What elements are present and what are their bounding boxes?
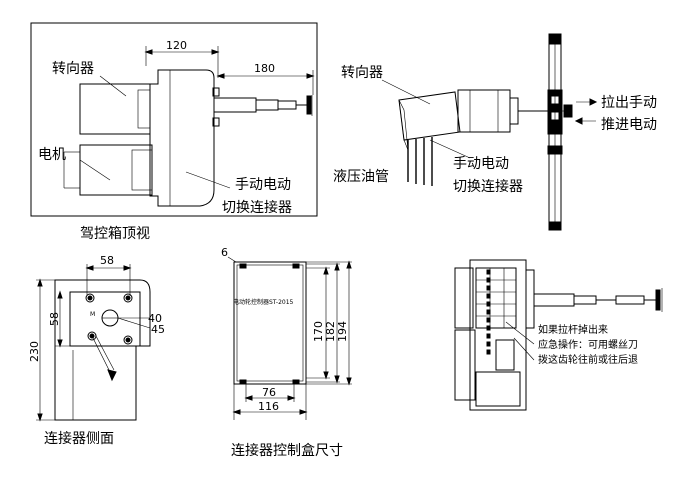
hydraulic-pipes <box>407 137 433 186</box>
emergency-lever <box>525 269 535 329</box>
dim-6: 6 <box>221 246 228 259</box>
caption-connector-side: 连接器侧面 <box>44 430 114 447</box>
note-line-1: 如果拉杆掉出来 <box>538 323 608 336</box>
label-switch-side-2: 切换连接器 <box>453 178 523 195</box>
pull-arrow <box>576 98 598 106</box>
label-switch-top-1: 手动电动 <box>235 177 291 193</box>
label-hydraulic: 液压油管 <box>333 169 389 185</box>
dim-170: 170 <box>312 321 325 342</box>
control-box-outline <box>233 261 307 385</box>
dim-180-text: 180 <box>254 62 275 75</box>
output-shaft <box>213 97 257 113</box>
connector-body <box>54 279 151 421</box>
motor-block <box>79 144 153 196</box>
note-line-3: 拨这齿轮往前或往后退 <box>538 353 638 366</box>
side-motor <box>457 89 511 133</box>
caption-top-view: 驾控箱顶视 <box>80 226 150 242</box>
side-view: 转向器 液压油管 手动电动 切换连接器 拉出手动 推进电动 <box>333 33 657 231</box>
label-diverter-top: 转向器 <box>52 61 94 77</box>
emergency-housing <box>469 259 527 411</box>
emergency-view: 如果拉杆掉出来 应急操作：可用螺丝刀 拨这齿轮往前或往后退 <box>454 259 663 411</box>
bolt-tl <box>85 293 95 303</box>
label-pull: 拉出手动 <box>601 95 657 111</box>
dim-45: 45 <box>151 323 165 336</box>
label-push: 推进电动 <box>601 117 657 133</box>
nameplate: 电动轮控制器ST-2015 <box>233 298 294 306</box>
label-switch-side-1: 手动电动 <box>453 156 509 172</box>
diverter-box <box>398 91 461 141</box>
dim-58-top: 58 <box>100 254 114 267</box>
bolt-tr <box>123 293 133 303</box>
caption-control-box: 连接器控制盒尺寸 <box>231 442 343 459</box>
diverter-block <box>79 83 151 135</box>
label-motor: 电机 <box>38 147 66 163</box>
note-line-2: 应急操作：可用螺丝刀 <box>538 338 638 351</box>
label-diverter-side: 转向器 <box>341 65 383 81</box>
control-box-view: 6 电动轮控制器ST-2015 170 182 <box>221 246 352 459</box>
dim-230: 230 <box>28 341 41 362</box>
tiny-annot: M <box>90 311 95 318</box>
dim-40: 40 <box>148 312 162 325</box>
dimension-180: 180 <box>216 62 315 95</box>
dim-116: 116 <box>258 400 279 413</box>
dim-76: 76 <box>262 386 276 399</box>
dimension-120: 120 <box>144 39 220 78</box>
bolt-br <box>123 335 133 345</box>
mounting-plate <box>69 291 141 347</box>
top-view: 120 180 <box>30 22 318 242</box>
dim-194: 194 <box>336 321 349 342</box>
connector-side-view: 58 40 45 M 58 <box>28 254 165 447</box>
dim-120-text: 120 <box>166 39 187 52</box>
dim-58-left: 58 <box>48 312 61 326</box>
top-view-frame <box>30 22 318 217</box>
gear-teeth <box>486 269 491 355</box>
label-switch-top-2: 切换连接器 <box>222 199 292 216</box>
push-arrow <box>574 117 596 125</box>
box-vertical-dims <box>306 260 352 386</box>
gearbox-housing <box>149 69 215 207</box>
dim-182: 182 <box>324 321 337 342</box>
